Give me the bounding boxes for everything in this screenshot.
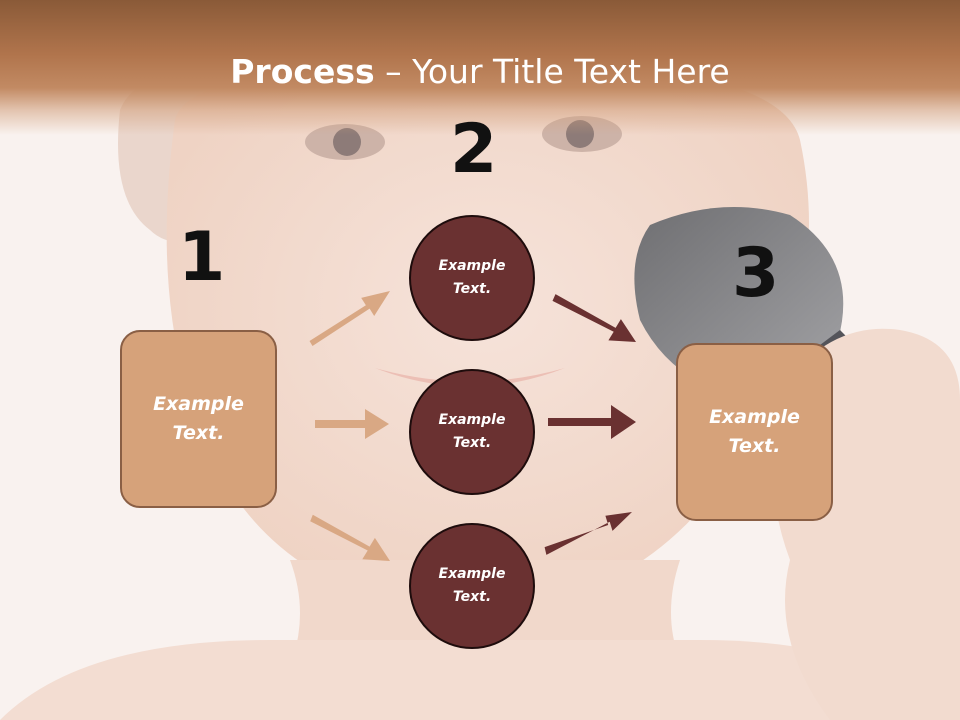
arrow-left-down (310, 514, 390, 561)
title-band (0, 0, 960, 135)
title-bold: Process (230, 52, 375, 91)
step-number-3: 3 (732, 234, 780, 313)
page-title: Process – Your Title Text Here (0, 52, 960, 91)
arrow-right-up (552, 294, 636, 342)
right-box: Example Text. (676, 343, 833, 521)
circle-bottom-text: Example Text. (438, 566, 506, 605)
circle-top: Example Text. (409, 215, 535, 341)
circle-bottom: Example Text. (409, 523, 535, 649)
arrow-left-up (309, 291, 390, 346)
circle-top-text: Example Text. (438, 258, 506, 297)
circle-middle: Example Text. (409, 369, 535, 495)
left-box: Example Text. (120, 330, 277, 508)
arrow-left-middle (315, 409, 389, 439)
arrow-right-middle (548, 405, 636, 439)
shoulder-shape (0, 640, 960, 720)
title-rest: – Your Title Text Here (374, 52, 730, 91)
circle-middle-text: Example Text. (438, 412, 506, 451)
arrow-right-down (544, 512, 632, 555)
left-box-text: Example Text. (153, 393, 244, 444)
step-number-1: 1 (178, 218, 226, 297)
step-number-2: 2 (450, 110, 498, 189)
right-box-text: Example Text. (709, 406, 800, 457)
lips-shape (375, 368, 565, 387)
